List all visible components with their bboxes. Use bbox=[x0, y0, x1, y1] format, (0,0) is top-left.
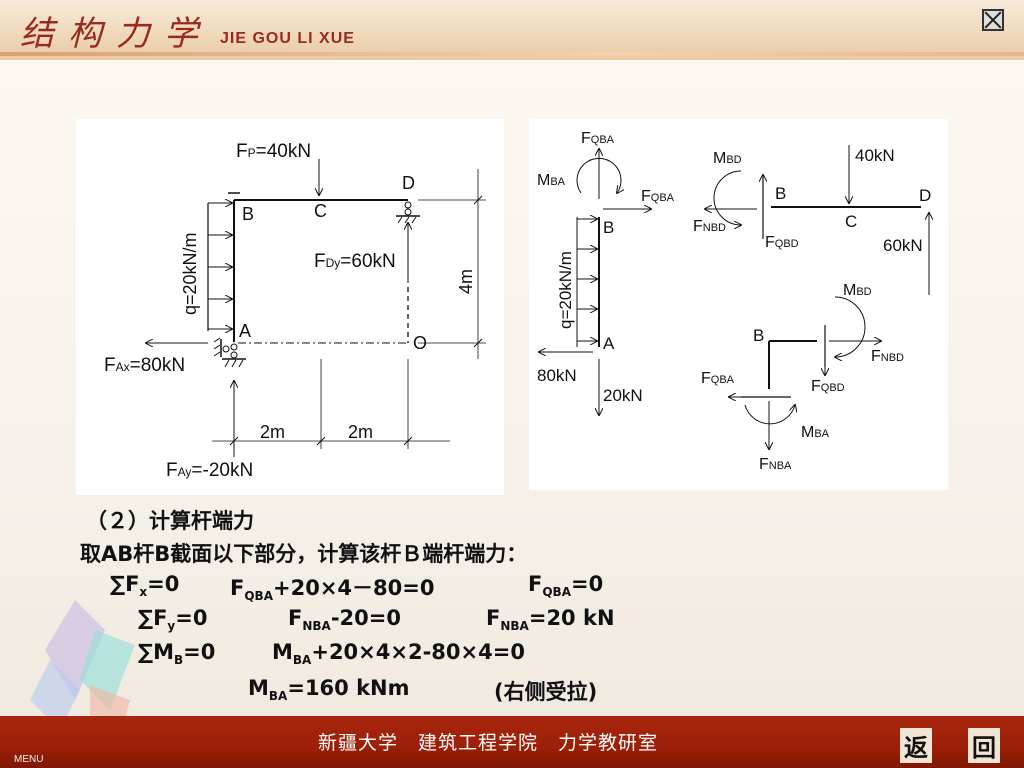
beam-d-label: D bbox=[919, 186, 931, 205]
joint-b-label: B bbox=[242, 204, 254, 224]
beam-b-label: B bbox=[775, 184, 786, 203]
fqba-top-label: FQBA bbox=[581, 130, 615, 147]
load-fp-label: FP=40kN bbox=[236, 141, 311, 162]
slide-header bbox=[0, 0, 1024, 60]
fbd-a-label: A bbox=[603, 334, 615, 353]
result-mba-note: (右侧受拉) bbox=[494, 680, 598, 704]
beam-c-label: C bbox=[845, 212, 857, 231]
equation-fnba-expression: FNBA-20=0 bbox=[288, 606, 401, 634]
distributed-load-label: q=20kN/m bbox=[180, 232, 200, 315]
close-button[interactable] bbox=[982, 9, 1004, 31]
frame-diagram-svg: q=20kN/m FP=40kN B C D A O FDy=60kN FAx=… bbox=[104, 141, 486, 481]
return-button[interactable]: 回 bbox=[968, 728, 1000, 763]
load-40kn-label: 40kN bbox=[855, 146, 895, 165]
equation-sum-mb: ∑MB=0 bbox=[138, 640, 216, 668]
point-c-label: C bbox=[314, 201, 327, 221]
support-a-label: A bbox=[239, 321, 251, 341]
mbd-label: MBD bbox=[713, 150, 742, 167]
slide-footer bbox=[0, 716, 1024, 768]
footer-organization: 新疆大学 建筑工程学院 力学教研室 bbox=[318, 732, 659, 754]
free-body-diagrams: q=20kN/m FQBA MBA FQBA B A 80kN 20kN MBD… bbox=[529, 119, 948, 490]
result-fnba: FNBA=20 kN bbox=[486, 606, 615, 634]
back-button[interactable]: 返 bbox=[900, 728, 932, 763]
fqba-right-label: FQBA bbox=[641, 188, 675, 205]
result-fqba: FQBA=0 bbox=[528, 572, 604, 600]
dimension-4m: 4m bbox=[456, 269, 476, 294]
load-20kn-label: 20kN bbox=[603, 386, 643, 405]
free-body-diagrams-svg: q=20kN/m FQBA MBA FQBA B A 80kN 20kN MBD… bbox=[537, 130, 948, 473]
course-title-pinyin: JIE GOU LI XUE bbox=[220, 30, 355, 47]
course-title: 结构力学 bbox=[20, 14, 212, 54]
support-d-label: D bbox=[402, 173, 415, 193]
load-60kn-label: 60kN bbox=[883, 236, 923, 255]
decorative-diamonds bbox=[30, 600, 135, 735]
equation-sum-fx: ∑Fx=0 bbox=[110, 572, 180, 600]
equation-fqba-expression: FQBA+20×4－80=0 bbox=[230, 576, 435, 604]
result-mba: MBA=160 kNm bbox=[248, 676, 410, 704]
fqba-joint-label: FQBA bbox=[701, 370, 735, 387]
header-stripe bbox=[0, 52, 1024, 56]
fnbd-joint-label: FNBD bbox=[871, 348, 904, 365]
fnbd-label: FNBD bbox=[693, 218, 726, 235]
reaction-fdy-label: FDy=60kN bbox=[314, 251, 396, 272]
mba-label: MBA bbox=[537, 172, 566, 189]
fqbd-joint-label: FQBD bbox=[811, 378, 845, 395]
menu-label[interactable]: MENU bbox=[14, 754, 44, 765]
fbd-distributed-load-label: q=20kN/m bbox=[556, 251, 575, 329]
fbd-b-label: B bbox=[603, 218, 614, 237]
equation-mba-expression: MBA+20×4×2-80×4=0 bbox=[272, 640, 525, 668]
fqbd-label: FQBD bbox=[765, 234, 799, 251]
step-heading: （２）计算杆端力 bbox=[86, 509, 254, 533]
dimension-2m-right: 2m bbox=[348, 422, 373, 442]
reaction-fax-label: FAx=80kN bbox=[104, 355, 185, 376]
mba-joint-label: MBA bbox=[801, 424, 830, 441]
step-intro: 取AB杆B截面以下部分，计算该杆Ｂ端杆端力： bbox=[80, 542, 528, 566]
mbd-joint-label: MBD bbox=[843, 282, 872, 299]
fnba-joint-label: FNBA bbox=[759, 456, 792, 473]
joint-b-fbd-label: B bbox=[753, 326, 764, 345]
load-80kn-label: 80kN bbox=[537, 366, 577, 385]
dimension-2m-left: 2m bbox=[260, 422, 285, 442]
equation-sum-fy: ∑Fy=0 bbox=[138, 606, 208, 634]
frame-diagram: q=20kN/m FP=40kN B C D A O FDy=60kN FAx=… bbox=[76, 119, 504, 495]
reaction-fay-label: FAy=-20kN bbox=[166, 460, 253, 481]
